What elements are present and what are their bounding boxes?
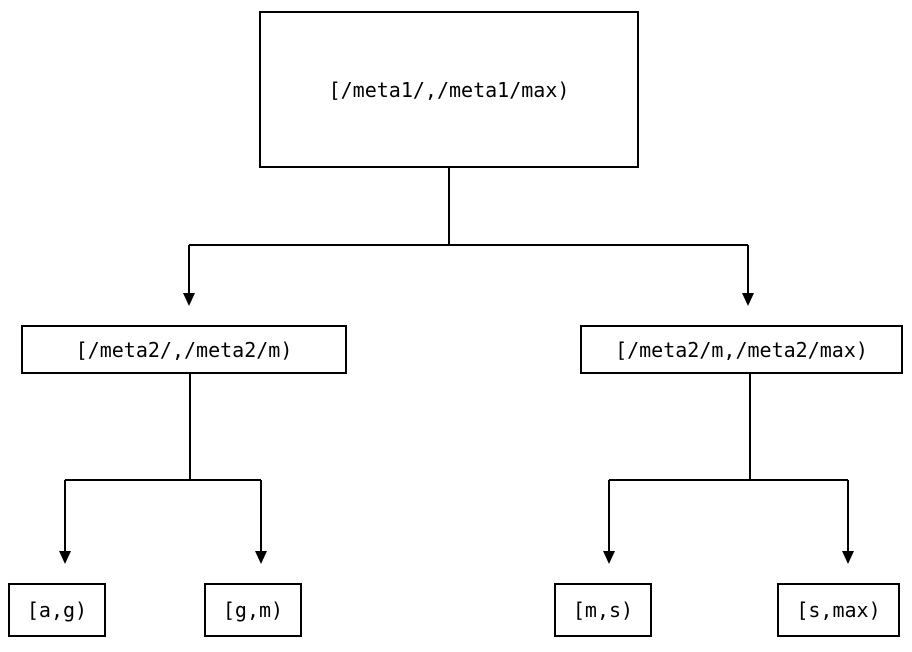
arrowhead-leaf-ms [603, 551, 615, 564]
node-leaf-smax-label: [s,max) [796, 598, 881, 622]
arrowhead-leaf-ag [59, 551, 71, 564]
node-leaf-ms[interactable]: [m,s) [554, 583, 652, 637]
node-mid-left-label: [/meta2/,/meta2/m) [75, 337, 293, 362]
node-leaf-ms-label: [m,s) [572, 598, 634, 622]
arrowhead-mid-right [742, 293, 754, 306]
node-leaf-ag[interactable]: [a,g) [8, 583, 106, 637]
arrowhead-leaf-smax [842, 551, 854, 564]
node-mid-right[interactable]: [/meta2/m,/meta2/max) [580, 325, 903, 374]
node-leaf-gm-label: [g,m) [222, 598, 284, 622]
node-root-label: [/meta1/,/meta1/max) [328, 77, 570, 102]
node-root[interactable]: [/meta1/,/meta1/max) [259, 11, 639, 168]
node-leaf-gm[interactable]: [g,m) [204, 583, 302, 637]
node-mid-right-label: [/meta2/m,/meta2/max) [615, 337, 868, 362]
node-leaf-ag-label: [a,g) [26, 598, 88, 622]
node-mid-left[interactable]: [/meta2/,/meta2/m) [21, 325, 347, 374]
arrowhead-leaf-gm [255, 551, 267, 564]
arrowhead-mid-left [183, 293, 195, 306]
node-leaf-smax[interactable]: [s,max) [777, 583, 900, 637]
